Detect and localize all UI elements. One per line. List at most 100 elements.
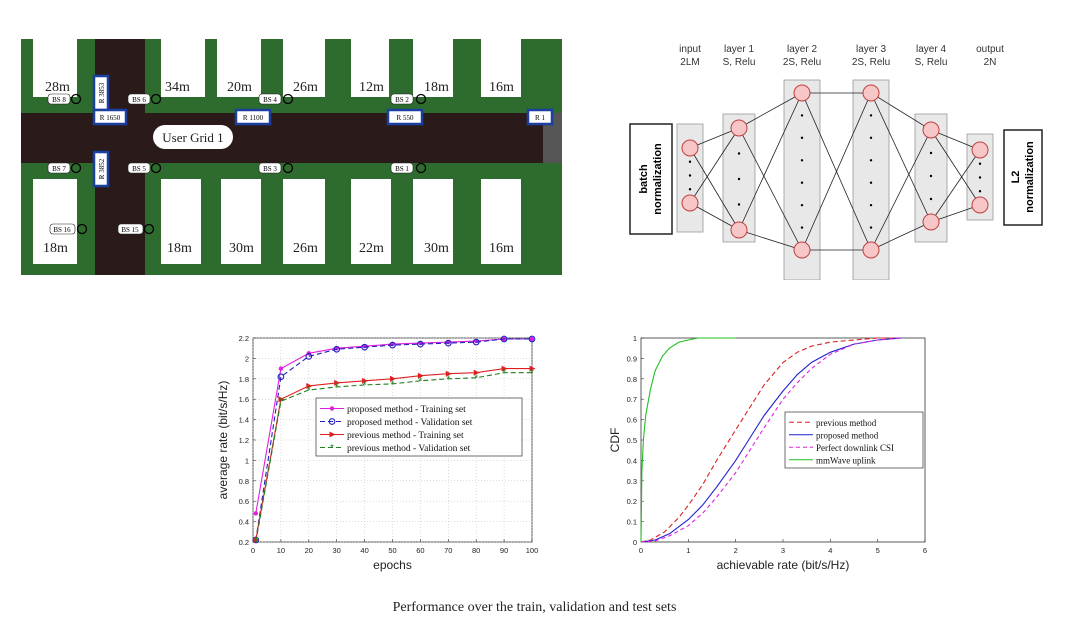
neuron-4-0	[922, 121, 940, 139]
legend-label-2: Perfect downlink CSI	[816, 443, 894, 453]
layer-name-3: layer 3	[856, 44, 886, 55]
bs-4: BS 4	[258, 93, 294, 105]
connection-3-1-1	[870, 221, 932, 251]
connection-1-0-0	[738, 92, 803, 129]
row-r3853-label: R 3853	[98, 82, 106, 103]
connection-2-1-0	[801, 92, 872, 251]
y-tick-label: 0.6	[239, 497, 249, 506]
ellipsis-dot-3-3	[869, 159, 873, 162]
network-diagram: input 2LM layer 1 S, Relu layer 2 2S, Re…	[629, 44, 1043, 281]
ellipsis-dot-4-1	[929, 151, 933, 155]
batch-norm-line1: batch	[638, 164, 650, 194]
y-tick-label: 1.4	[239, 416, 249, 425]
series-line-2	[640, 337, 902, 543]
neuron-0-0	[681, 139, 699, 157]
y-tick-label: 0.5	[627, 436, 637, 445]
connection-0-1-1	[689, 202, 740, 231]
network-panel: input 2LM layer 1 S, Relu layer 2 2S, Re…	[626, 40, 1046, 281]
data-point-1-9	[500, 335, 508, 343]
l2-norm-line1: L2	[1010, 171, 1022, 184]
data-point-1-8	[472, 338, 480, 346]
y-tick-label: 1	[245, 456, 249, 465]
legend-box	[315, 397, 523, 457]
x-tick-label: 40	[360, 546, 368, 555]
layer-size-5: 2N	[984, 57, 997, 68]
neuron-0-1	[681, 194, 699, 212]
street-map: 28m 34m 20m 26m 12m 18m 16m 18m 18m 30m …	[21, 39, 562, 275]
row-r550-label: R 550	[397, 114, 414, 122]
bs-7: BS 7	[47, 162, 82, 174]
connection-1-1-0	[738, 92, 803, 231]
neuron-5-1	[971, 196, 989, 214]
legend-marker-3: *	[330, 443, 334, 454]
y-tick-label: 0.3	[627, 477, 637, 486]
data-point-2-3	[334, 379, 341, 386]
legend-label-2: previous method - Training set	[347, 431, 464, 441]
x-axis-label: achievable rate (bit/s/Hz)	[717, 558, 850, 572]
figure-caption: Performance over the train, validation a…	[392, 600, 677, 615]
batch-norm-box	[629, 123, 673, 235]
bs-16: BS 16	[49, 223, 88, 235]
bs-1: BS 1	[390, 162, 427, 174]
data-point-2-4	[362, 377, 369, 384]
data-point-0-0	[253, 511, 258, 516]
bottom-width-0: 18m	[43, 241, 68, 256]
ellipsis-dot-3-5	[869, 203, 873, 207]
legend-label-3: previous method - Validation set	[347, 444, 471, 454]
data-point-1-7	[444, 339, 452, 347]
data-point-1-5	[389, 341, 396, 349]
bs-7-label: BS 7	[52, 165, 66, 173]
x-tick-label: 10	[277, 546, 285, 555]
data-point-3-8: *	[474, 373, 478, 384]
ellipsis-dot-4-2	[929, 174, 933, 178]
data-point-3-0: *	[254, 538, 258, 549]
bs-15-label: BS 15	[121, 226, 139, 234]
top-width-2: 20m	[227, 80, 252, 95]
bs-16-label: BS 16	[53, 226, 71, 234]
connection-3-0-0	[870, 92, 932, 131]
layer-size-4: S, Relu	[915, 57, 948, 68]
data-point-3-9: *	[502, 368, 506, 379]
data-point-3-10: *	[530, 368, 534, 379]
bottom-blocks	[33, 179, 521, 264]
neuron-3-0	[862, 84, 880, 102]
top-width-4: 12m	[359, 80, 384, 95]
top-width-3: 26m	[293, 80, 318, 95]
x-tick-label: 6	[923, 546, 927, 555]
x-tick-label: 50	[388, 546, 396, 555]
bs-2-label: BS 2	[395, 96, 409, 104]
neuron-2-0	[793, 84, 811, 102]
legend-label-0: proposed method - Training set	[347, 405, 466, 415]
data-point-1-3	[333, 345, 341, 353]
y-tick-label: 0.1	[627, 518, 637, 527]
top-blocks	[33, 39, 521, 97]
bottom-width-1: 18m	[167, 241, 192, 256]
l2-norm-line2: normalization	[1024, 141, 1036, 213]
bottom-width-4: 22m	[359, 241, 384, 256]
neuron-3-1	[862, 241, 880, 259]
row-r3852-label: R 3852	[98, 158, 106, 179]
row-r1100-label: R 1100	[243, 114, 264, 122]
neuron-1-1	[730, 221, 748, 239]
street-map-panel: 28m 34m 20m 26m 12m 18m 16m 18m 18m 30m …	[21, 39, 562, 275]
bs-3-label: BS 3	[263, 165, 277, 173]
x-tick-label: 20	[305, 546, 313, 555]
ellipsis-dot-1-1	[737, 152, 741, 155]
data-point-3-4: *	[363, 380, 367, 391]
y-tick-label: 1.6	[239, 395, 249, 404]
bottom-width-3: 26m	[293, 241, 318, 256]
y-tick-label: 0.2	[627, 497, 637, 506]
ellipsis-dot-5-2	[978, 176, 982, 179]
y-tick-label: 0.8	[239, 477, 249, 486]
y-tick-label: 0	[633, 538, 637, 547]
l2-norm-box	[1003, 129, 1043, 226]
user-grid-badge	[153, 125, 233, 149]
layer-size-1: S, Relu	[723, 57, 756, 68]
connection-0-1-0	[689, 127, 740, 204]
legend-marker-2	[329, 431, 336, 438]
legend-label-3: mmWave uplink	[816, 455, 876, 465]
connection-1-1-1	[738, 229, 803, 251]
